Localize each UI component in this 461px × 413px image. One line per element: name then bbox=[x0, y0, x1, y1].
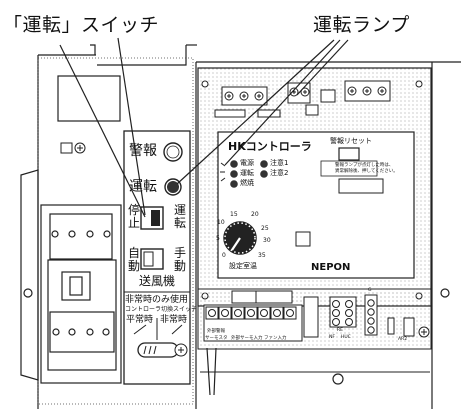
front-switch-panel bbox=[123, 130, 191, 385]
terminal-label-thermo: サーモスタ bbox=[205, 336, 228, 341]
terminal-label-re: RE bbox=[337, 328, 343, 333]
led-label-run: 運転 bbox=[240, 169, 254, 177]
bottom-terminal-strip bbox=[197, 288, 432, 350]
alarm-reset-button[interactable] bbox=[338, 147, 360, 161]
reset-note-2: 異常解除後、押してください。 bbox=[335, 169, 398, 174]
dial-tick-30: 30 bbox=[263, 237, 271, 244]
terminal-label-g: G bbox=[368, 288, 372, 293]
dial-tick-35: 35 bbox=[258, 252, 266, 259]
led-label-power: 電源 bbox=[240, 159, 254, 167]
alarm-reset-label: 警報リセット bbox=[330, 137, 372, 145]
led-label-caution1: 注意1 bbox=[270, 159, 289, 167]
emergency-label: 非常時 bbox=[160, 315, 188, 325]
alarm-label: 警報 bbox=[129, 143, 157, 159]
dial-tick-0: 0 bbox=[222, 252, 226, 259]
terminal-label-fan: ファン入力 bbox=[264, 336, 287, 341]
terminal-label-ext-thermo: 外部サーモ入力 bbox=[231, 336, 263, 341]
dial-tick-20: 20 bbox=[251, 211, 259, 218]
controller-cover bbox=[217, 131, 415, 279]
emergency-use-label: 非常時のみ使用 bbox=[125, 295, 189, 305]
controller-title: HKコントローラ bbox=[228, 140, 312, 153]
terminal-label-alarm: 外部警報 bbox=[207, 329, 225, 334]
led-label-caution2: 注意2 bbox=[270, 169, 289, 177]
dial-tick-15: 15 bbox=[230, 211, 238, 218]
dial-tick-25: 25 bbox=[261, 225, 269, 232]
run-label: 運転 bbox=[129, 179, 157, 195]
outer-housing bbox=[20, 44, 461, 409]
terminal-label-huc: HUC bbox=[341, 335, 351, 340]
callout-leaders bbox=[59, 37, 349, 218]
dial-tick-10: 10 bbox=[217, 219, 225, 226]
dial-label: 設定室温 bbox=[229, 262, 257, 270]
run-switch-label: 運転 bbox=[174, 203, 187, 230]
ground-terminal-icon bbox=[60, 142, 86, 154]
dial-tick-5: 5 bbox=[216, 235, 220, 242]
controller-switch-label: コントローラ切換スイッチ bbox=[125, 306, 198, 313]
reset-note-1: 警報ランプが点灯した時は、 bbox=[335, 163, 394, 168]
run-switch-callout: 「運転」スイッチ bbox=[3, 14, 160, 36]
normal-label: 平常時 bbox=[126, 315, 154, 325]
manual-label: 手動 bbox=[174, 246, 187, 273]
controller-selector-switch[interactable] bbox=[137, 342, 179, 358]
label-plate bbox=[57, 75, 121, 122]
brand-logo: NEPON bbox=[311, 262, 351, 273]
controller-board bbox=[197, 67, 432, 307]
terminal-label-ar2: AR2 bbox=[398, 337, 408, 342]
stop-label: 停止 bbox=[128, 203, 141, 230]
terminal-label-nf: NF bbox=[329, 335, 335, 340]
temperature-dial[interactable] bbox=[223, 221, 257, 255]
breaker-unit bbox=[40, 204, 122, 384]
run-lamp-callout: 運転ランプ bbox=[313, 14, 410, 36]
led-label-burn: 燃焼 bbox=[240, 179, 254, 187]
auto-label: 自動 bbox=[128, 246, 141, 273]
fan-label: 送風機 bbox=[139, 274, 176, 288]
